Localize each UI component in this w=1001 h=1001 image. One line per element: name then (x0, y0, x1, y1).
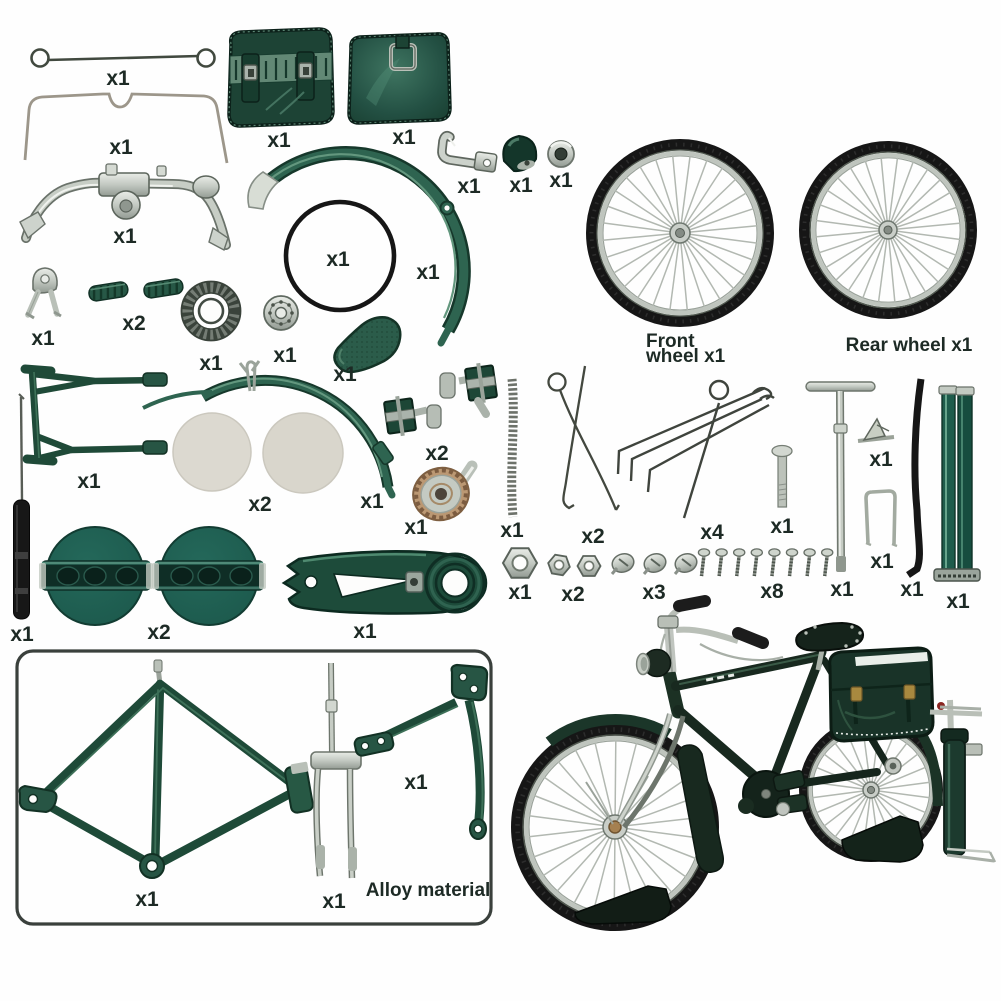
svg-text:wheel x1: wheel x1 (645, 346, 726, 367)
svg-text:x1: x1 (549, 169, 573, 192)
svg-text:x1: x1 (416, 261, 440, 284)
svg-text:x2: x2 (122, 312, 145, 335)
svg-text:x4: x4 (700, 521, 724, 544)
svg-text:x1: x1 (457, 175, 481, 198)
svg-text:x1: x1 (267, 129, 291, 152)
svg-text:x3: x3 (642, 581, 665, 604)
svg-text:x1: x1 (10, 623, 34, 646)
svg-text:x1: x1 (509, 174, 533, 197)
svg-text:x2: x2 (147, 621, 170, 644)
svg-text:x1: x1 (326, 248, 350, 271)
svg-text:Front: Front (646, 331, 695, 352)
svg-text:x1: x1 (113, 225, 137, 248)
svg-text:x1: x1 (31, 327, 55, 350)
svg-text:x1: x1 (353, 620, 377, 643)
svg-text:x1: x1 (508, 581, 532, 604)
svg-text:x1: x1 (770, 515, 794, 538)
svg-text:x8: x8 (760, 580, 784, 603)
svg-text:x1: x1 (106, 67, 130, 90)
svg-text:x2: x2 (248, 493, 271, 516)
svg-text:Alloy material: Alloy material (366, 880, 491, 901)
svg-text:x1: x1 (199, 352, 223, 375)
svg-text:x1: x1 (869, 448, 893, 471)
svg-text:x1: x1 (870, 550, 894, 573)
svg-text:x1: x1 (333, 363, 357, 386)
svg-text:x1: x1 (109, 136, 133, 159)
svg-text:x2: x2 (561, 583, 584, 606)
svg-text:x1: x1 (900, 578, 924, 601)
svg-text:x1: x1 (360, 490, 384, 513)
svg-text:x2: x2 (581, 525, 604, 548)
svg-text:x1: x1 (946, 590, 970, 613)
svg-text:x1: x1 (830, 578, 854, 601)
svg-text:x1: x1 (135, 888, 159, 911)
svg-text:x1: x1 (392, 126, 416, 149)
svg-text:x1: x1 (404, 516, 428, 539)
svg-text:x1: x1 (273, 344, 297, 367)
svg-text:x1: x1 (322, 890, 346, 913)
svg-text:x1: x1 (404, 771, 428, 794)
svg-text:Rear wheel x1: Rear wheel x1 (846, 335, 973, 356)
svg-text:x1: x1 (500, 519, 524, 542)
svg-text:x1: x1 (77, 470, 101, 493)
svg-text:x2: x2 (425, 442, 448, 465)
